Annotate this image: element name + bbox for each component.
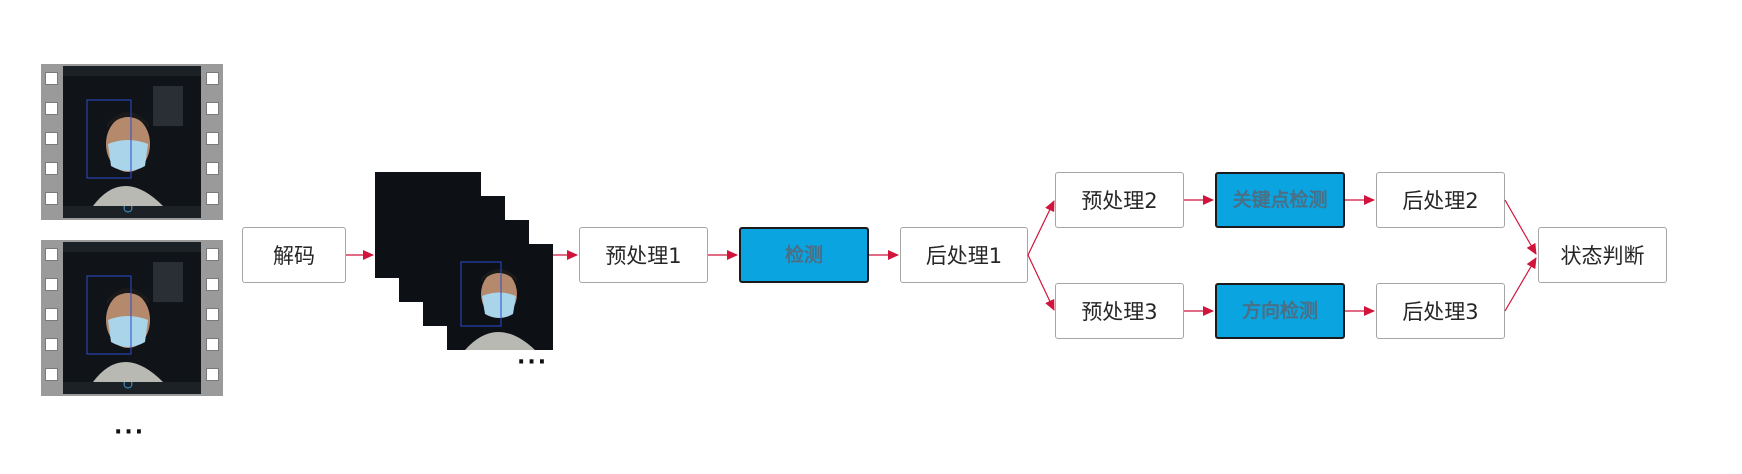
more-frames-ellipsis: ··· [517,350,549,375]
arrow-postprocess1-to-preprocess3 [1027,254,1055,311]
postprocess1-node: 后处理1 [900,227,1028,283]
preprocess3-node: 预处理3 [1055,283,1184,339]
video-frame-image [63,66,201,218]
arrow-postprocess1-to-preprocess2 [1027,200,1055,256]
preprocess1-node: 预处理1 [579,227,708,283]
direction-detect-node: 方向检测 [1215,283,1345,339]
keypoint-detect-node: 关键点检测 [1215,172,1345,228]
video-thumbnail [41,240,223,396]
preprocess2-node: 预处理2 [1055,172,1184,228]
postprocess2-node: 后处理2 [1376,172,1505,228]
arrow-postprocess2-to-state [1504,199,1537,255]
more-videos-ellipsis: ··· [114,420,146,445]
video-thumbnail [41,64,223,220]
decode-node: 解码 [242,227,346,283]
video-frame-image [63,242,201,394]
postprocess3-node: 后处理3 [1376,283,1505,339]
detect-node: 检测 [739,227,869,283]
frame-image [447,244,553,350]
state-judgment-node: 状态判断 [1538,227,1667,283]
arrow-postprocess3-to-state [1504,257,1537,312]
